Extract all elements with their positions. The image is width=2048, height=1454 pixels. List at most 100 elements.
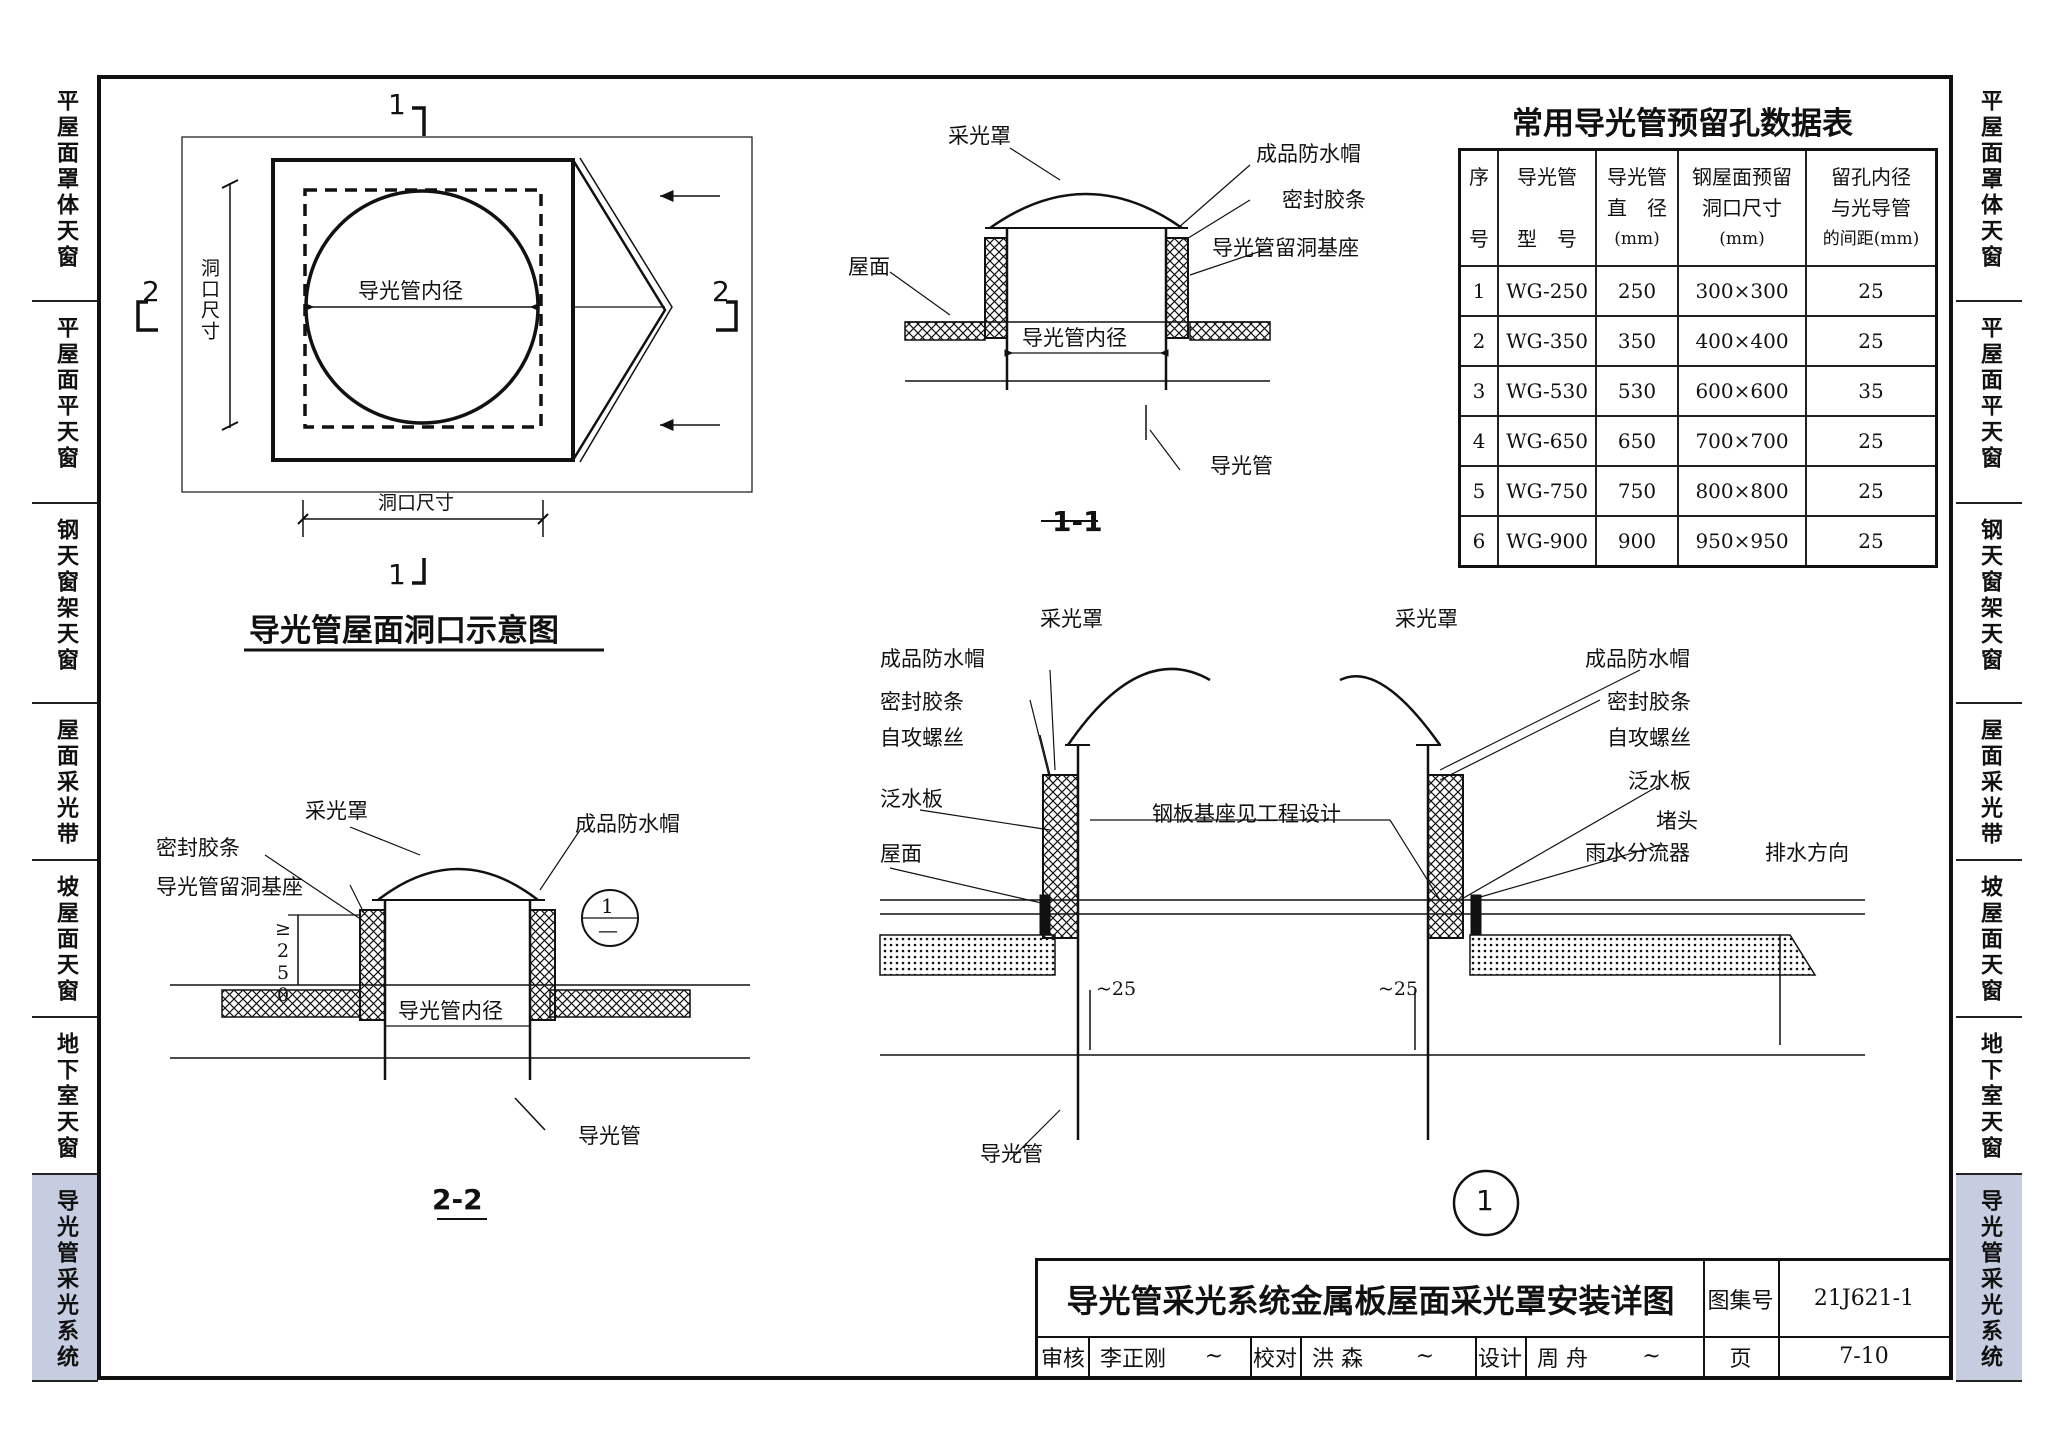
table-title: 常用导光管预留孔数据表 <box>1512 106 1853 142</box>
check-label: 校对 <box>1250 1336 1302 1377</box>
side-tab-4[interactable]: 屋面采光带 <box>1956 704 2022 861</box>
s22-inner-label: 导光管内径 <box>398 999 503 1023</box>
side-tab-label: 钢天窗架天窗 <box>1977 518 2002 674</box>
side-tab-3[interactable]: 钢天窗架天窗 <box>1956 504 2022 704</box>
side-tab-label: 平屋面平天窗 <box>53 316 78 472</box>
reviewer-signature: ~ <box>1178 1336 1252 1377</box>
header-cell-model: 导光管 型 号 <box>1497 148 1597 267</box>
side-tab-label: 屋面采光带 <box>53 718 78 848</box>
table-cell: 25 <box>1805 265 1938 317</box>
d1-number: 1 <box>1476 1184 1494 1217</box>
table-cell: 400×400 <box>1677 314 1807 367</box>
side-tab-2[interactable]: 平屋面平天窗 <box>1956 302 2022 504</box>
table-row: 4 WG-650 650 700×700 25 <box>1458 414 1938 467</box>
s11-cap-label: 成品防水帽 <box>1256 142 1361 166</box>
side-tab-6[interactable]: 地下室天窗 <box>32 1018 98 1175</box>
table-cell: 950×950 <box>1677 514 1807 568</box>
side-tab-3[interactable]: 钢天窗架天窗 <box>32 504 98 704</box>
s11-tube-label: 导光管 <box>1210 454 1273 478</box>
page-label: 页 <box>1703 1336 1780 1377</box>
d1-dome-left: 采光罩 <box>1040 607 1103 631</box>
table-row: 2 WG-350 350 400×400 25 <box>1458 314 1938 367</box>
table-cell: WG-650 <box>1497 414 1597 467</box>
table-cell: 350 <box>1595 314 1679 367</box>
side-tab-label: 平屋面罩体天窗 <box>1977 89 2002 271</box>
d1-flash-right: 泛水板 <box>1628 769 1691 793</box>
table-cell: 4 <box>1458 414 1499 467</box>
drawing-frame <box>97 75 1953 1380</box>
d1-dome-right: 采光罩 <box>1395 607 1458 631</box>
table-cell: 35 <box>1805 364 1938 417</box>
reviewer-name: 李正刚 <box>1099 1346 1166 1372</box>
side-tab-label: 地下室天窗 <box>1977 1032 2002 1162</box>
data-table: 序 号 导光管 型 号 导光管直 径(mm) 钢屋面预留洞口尺寸(mm) 留孔内… <box>1458 148 1938 568</box>
d1-screw-right: 自攻螺丝 <box>1607 726 1691 750</box>
side-tab-4[interactable]: 屋面采光带 <box>32 704 98 861</box>
table-cell: 900 <box>1595 514 1679 568</box>
table-row: 6 WG-900 900 950×950 25 <box>1458 514 1938 568</box>
plan-opening-v-label: 洞口尺寸 <box>198 258 220 342</box>
side-tab-label: 坡屋面天窗 <box>1977 875 2002 1005</box>
drawing-title: 导光管采光系统金属板屋面采光罩安装详图 <box>1038 1261 1705 1338</box>
plan-title: 导光管屋面洞口示意图 <box>249 613 559 649</box>
side-tab-7[interactable]: 导光管采光系统 <box>32 1175 98 1382</box>
table-header-row: 序 号 导光管 型 号 导光管直 径(mm) 钢屋面预留洞口尺寸(mm) 留孔内… <box>1458 148 1938 267</box>
table-cell: 250 <box>1595 265 1679 317</box>
side-tab-5[interactable]: 坡屋面天窗 <box>32 861 98 1018</box>
table-cell: 25 <box>1805 414 1938 467</box>
section-2-2 <box>170 867 750 1220</box>
d1-plug-label: 堵头 <box>1656 809 1698 833</box>
plan-cut-1-bottom: 1 <box>388 558 406 591</box>
table-cell: 25 <box>1805 314 1938 367</box>
s11-inner-label: 导光管内径 <box>1022 326 1127 350</box>
table-cell: 25 <box>1805 464 1938 517</box>
table-cell: WG-350 <box>1497 314 1597 367</box>
table-cell: 300×300 <box>1677 265 1807 317</box>
detail-1 <box>879 667 1865 1237</box>
side-tab-label: 地下室天窗 <box>53 1032 78 1162</box>
table-cell: 2 <box>1458 314 1499 367</box>
d1-roof-label: 屋面 <box>880 842 922 866</box>
side-tab-label: 导光管采光系统 <box>53 1189 78 1371</box>
s11-dome-label: 采光罩 <box>948 124 1011 148</box>
d1-cap-left: 成品防水帽 <box>880 647 985 671</box>
designer-signature: ~ <box>1600 1336 1705 1377</box>
s22-cap-label: 成品防水帽 <box>575 812 680 836</box>
d1-diverter-label: 雨水分流器 <box>1585 841 1690 865</box>
side-tab-7[interactable]: 导光管采光系统 <box>1956 1175 2022 1382</box>
side-tab-5[interactable]: 坡屋面天窗 <box>1956 861 2022 1018</box>
s22-seal-label: 密封胶条 <box>156 836 240 860</box>
table-cell: 6 <box>1458 514 1499 568</box>
s22-tube-label: 导光管 <box>578 1124 641 1148</box>
s11-roof-label: 屋面 <box>848 255 890 279</box>
designer-name: 周 舟 <box>1537 1346 1588 1372</box>
s11-title: 1-1 <box>1052 505 1103 538</box>
side-tab-label: 钢天窗架天窗 <box>53 518 78 674</box>
title-block: 导光管采光系统金属板屋面采光罩安装详图 图集号 21J621-1 审核 李正刚 … <box>1035 1258 1953 1380</box>
table-cell: 5 <box>1458 464 1499 517</box>
plan-cut-2-right: 2 <box>712 275 730 308</box>
d1-drain-dir-label: 排水方向 <box>1765 841 1849 865</box>
checker-name: 洪 森 <box>1312 1346 1363 1372</box>
side-tab-6[interactable]: 地下室天窗 <box>1956 1018 2022 1175</box>
table-row: 1 WG-250 250 300×300 25 <box>1458 265 1938 317</box>
d1-seal-right: 密封胶条 <box>1607 690 1691 714</box>
s22-title: 2-2 <box>432 1183 483 1216</box>
table-cell: 530 <box>1595 364 1679 417</box>
s11-base-label: 导光管留洞基座 <box>1212 236 1359 260</box>
d1-flash-left: 泛水板 <box>880 787 943 811</box>
header-cell-opening: 钢屋面预留洞口尺寸(mm) <box>1677 148 1807 267</box>
side-tab-1[interactable]: 平屋面罩体天窗 <box>32 75 98 302</box>
side-tab-2[interactable]: 平屋面平天窗 <box>32 302 98 504</box>
side-tab-label: 坡屋面天窗 <box>53 875 78 1005</box>
s22-dome-label: 采光罩 <box>305 799 368 823</box>
side-tab-1[interactable]: 平屋面罩体天窗 <box>1956 75 2022 302</box>
header-cell-gap: 留孔内径与光导管的间距(mm) <box>1805 148 1938 267</box>
section-1-1 <box>904 192 1271 522</box>
atlas-number: 21J621-1 <box>1778 1261 1950 1338</box>
d1-cap-right: 成品防水帽 <box>1585 647 1690 671</box>
d1-seal-left: 密封胶条 <box>880 690 964 714</box>
table-row: 5 WG-750 750 800×800 25 <box>1458 464 1938 517</box>
table-cell: 700×700 <box>1677 414 1807 467</box>
d1-steel-base-label: 钢板基座见工程设计 <box>1152 802 1341 826</box>
